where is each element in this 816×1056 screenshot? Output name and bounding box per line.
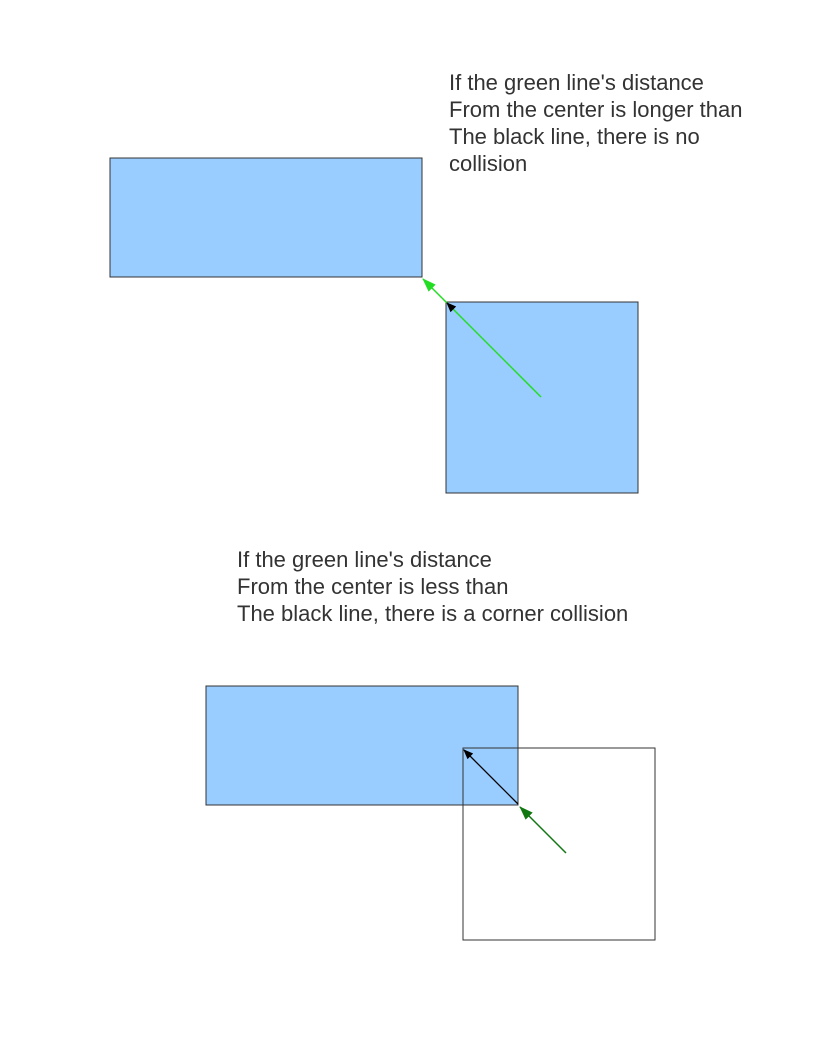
caption-line: The black line, there is a corner collis… [237,601,629,626]
caption-corner-collision: If the green line's distance From the ce… [237,546,628,627]
caption-line: collision [449,151,528,176]
caption-line: From the center is less than [237,574,509,599]
black-distance-line-bottom [463,749,519,805]
square-outline-bottom [462,747,656,941]
caption-line: If the green line's distance [237,547,492,572]
green-distance-line-top [422,278,542,398]
scenario-no-collision [109,157,639,494]
caption-line: From the center is longer than [449,97,743,122]
wide-rectangle-top [109,157,423,278]
wide-rectangle-bottom [205,685,519,806]
scenario-corner-collision [205,685,656,941]
caption-line: If the green line's distance [449,70,704,95]
caption-no-collision: If the green line's distance From the ce… [449,69,742,177]
green-distance-line-bottom [519,806,567,854]
caption-line: The black line, there is no [449,124,700,149]
